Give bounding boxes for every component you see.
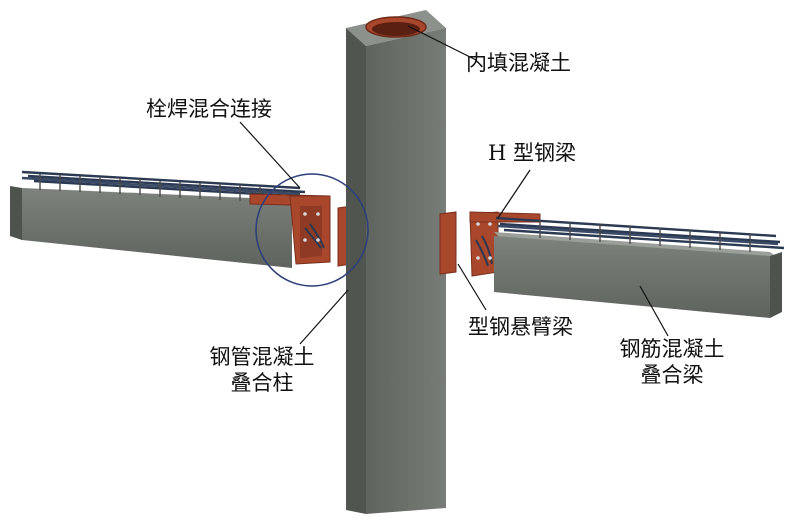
right-rebar-cage <box>495 216 785 252</box>
label-column-line2: 叠合柱 <box>230 371 294 396</box>
leader-hybrid-connection <box>239 121 301 189</box>
leader-beam <box>639 285 669 337</box>
connection-highlight-circle <box>255 173 369 287</box>
leader-infill <box>407 25 477 61</box>
label-cfst-column: 钢管混凝土 叠合柱 <box>198 344 326 397</box>
label-column-line1: 钢管混凝土 <box>209 345 315 369</box>
right-cantilever-stub <box>439 211 457 275</box>
leader-lines <box>239 25 669 345</box>
left-rebar-cage <box>21 170 311 202</box>
right-beam-front-face <box>494 236 770 318</box>
cfst-column <box>346 10 446 514</box>
left-beam-end-face <box>10 186 22 240</box>
left-web <box>300 206 322 258</box>
label-h-beam: H 型钢梁 <box>488 141 576 165</box>
label-infill-concrete: 内填混凝土 <box>466 51 571 75</box>
leader-h-beam <box>497 169 531 219</box>
leader-column <box>299 289 349 345</box>
label-cantilever-beam: 型钢悬臂梁 <box>468 315 573 339</box>
left-beam-top-face <box>22 188 300 200</box>
column-right-face <box>366 28 446 514</box>
left-beam-front-face <box>22 188 292 268</box>
label-beam-line2: 叠合梁 <box>640 363 704 388</box>
right-beam-end-face <box>770 252 782 318</box>
leader-cantilever <box>457 263 487 311</box>
right-rc-beam <box>494 232 782 318</box>
column-front-face <box>346 28 366 514</box>
label-beam-line1: 钢筋混凝土 <box>619 337 725 361</box>
left-rc-beam <box>10 186 300 268</box>
label-hybrid-connection: 栓焊混合连接 <box>146 97 272 121</box>
label-rc-beam: 钢筋混凝土 叠合梁 <box>608 336 736 389</box>
